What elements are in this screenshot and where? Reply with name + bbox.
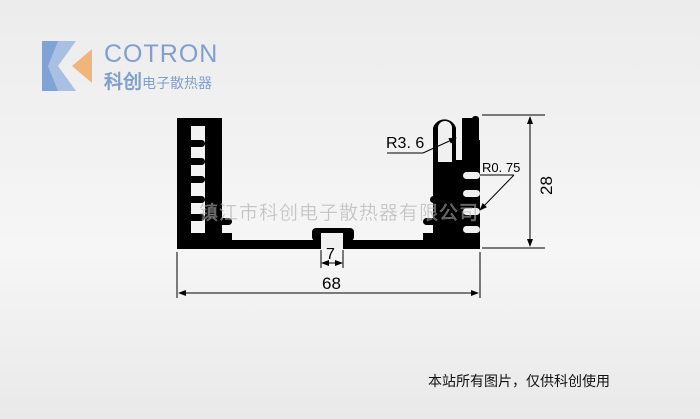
dim-slot-label: 7 [326, 246, 335, 263]
dim-height-label: 28 [537, 176, 556, 195]
logo-subtitle: 科创电子散热器 [104, 72, 213, 93]
heatsink-profile [177, 116, 480, 249]
radius-large-label: R3. 6 [386, 135, 424, 152]
logo-icon [42, 41, 92, 91]
radius-small-label: R0. 75 [482, 160, 520, 175]
dimension-lines [176, 114, 545, 298]
footer-notice: 本站所有图片，仅供科创使用 [428, 373, 610, 389]
logo-brand: COTRON [104, 40, 219, 68]
dim-width-label: 68 [322, 274, 341, 293]
watermark: 镇江市科创电子散热器有限公司 [199, 202, 479, 224]
